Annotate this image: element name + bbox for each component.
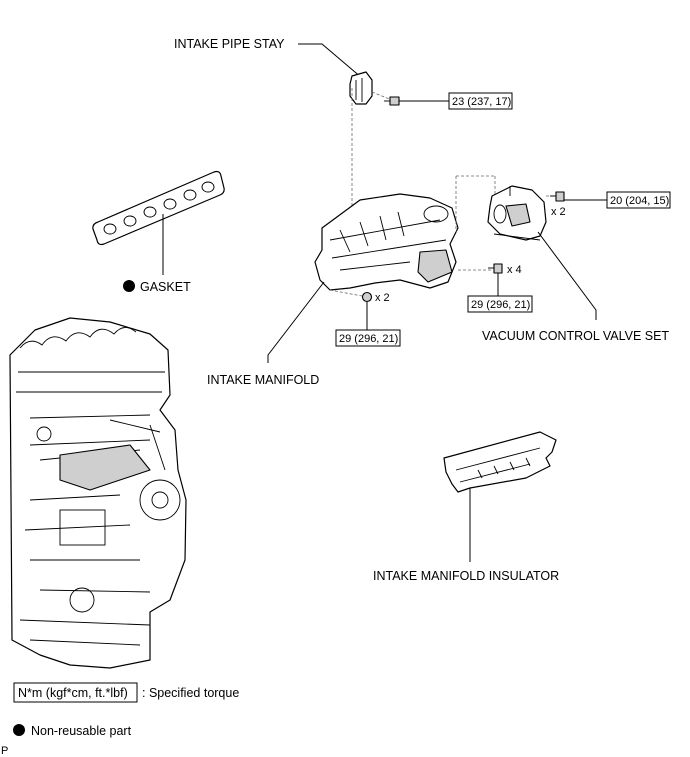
footer-code: P (1, 745, 8, 757)
legend-torque-unit: N*m (kgf*cm, ft.*lbf) (18, 686, 128, 700)
vcv-bolt-qty: x 2 (551, 206, 566, 218)
gasket-label: GASKET (140, 280, 191, 294)
non-reusable-mark-icon (123, 280, 135, 292)
vacuum-control-valve-set-label: VACUUM CONTROL VALVE SET (482, 329, 669, 343)
vacuum-control-valve-set-part: x 2 20 (204, 15) VACUUM CONTROL VALVE SE… (482, 176, 671, 343)
intake-manifold-insulator-label: INTAKE MANIFOLD INSULATOR (373, 569, 559, 583)
intake-manifold-label: INTAKE MANIFOLD (207, 373, 319, 387)
manifold-bolt-torque: 29 (296, 21) (471, 299, 530, 311)
manifold-bolt-qty: x 4 (507, 264, 522, 276)
manifold-bolt-icon (488, 263, 503, 274)
pipe-stay-bolt-icon (384, 96, 400, 106)
intake-pipe-stay-label: INTAKE PIPE STAY (174, 37, 285, 51)
gasket-part: GASKET (92, 170, 225, 294)
intake-pipe-stay-part: INTAKE PIPE STAY 23 (237, 17) (174, 37, 513, 232)
pipe-stay-torque: 23 (237, 17) (452, 96, 511, 108)
manifold-nut-qty: x 2 (375, 292, 390, 304)
non-reusable-legend-icon (13, 724, 25, 736)
legend: N*m (kgf*cm, ft.*lbf) : Specified torque… (1, 682, 239, 757)
vcv-bolt-icon (550, 191, 565, 202)
intake-manifold-insulator-part: INTAKE MANIFOLD INSULATOR (373, 431, 559, 583)
manifold-nut-icon (361, 291, 373, 303)
legend-non-reusable: Non-reusable part (31, 724, 132, 738)
legend-torque-desc: : Specified torque (142, 686, 239, 700)
intake-manifold-part: x 4 29 (296, 21) x 2 29 (296, 21) INTAKE… (207, 175, 533, 387)
vcv-torque: 20 (204, 15) (610, 195, 669, 207)
manifold-nut-torque: 29 (296, 21) (339, 333, 398, 345)
engine-assembly-illustration (9, 317, 187, 669)
